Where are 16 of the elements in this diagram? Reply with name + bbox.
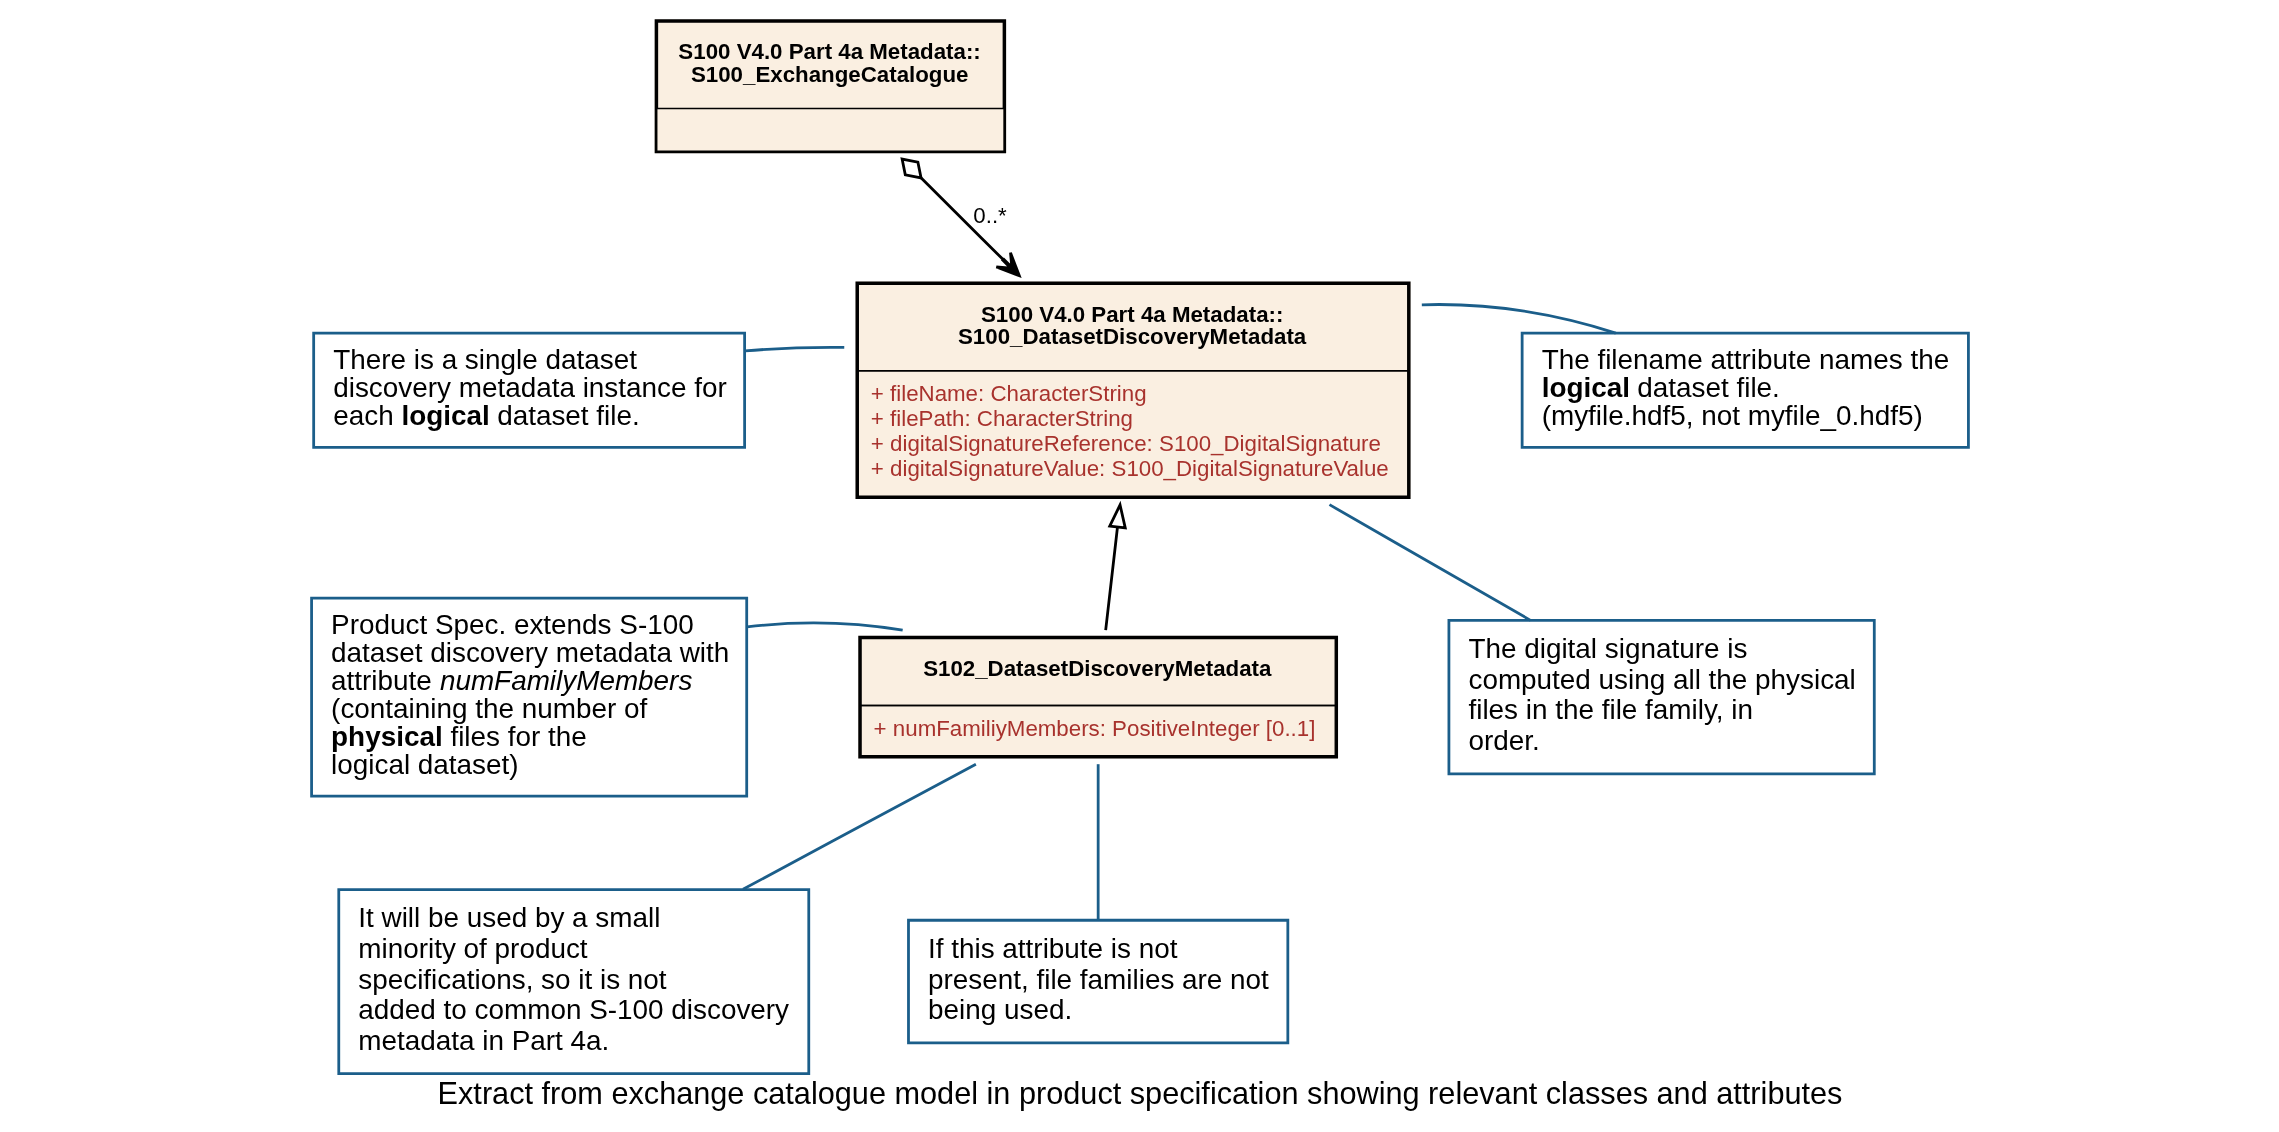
connector	[1328, 503, 1531, 622]
connector	[1096, 764, 1100, 921]
node-box: It will be used by a small minority of product specifications, so it is not added to common S-100 discovery metadata in Part 4a.	[336, 888, 810, 1076]
connector	[746, 621, 903, 632]
edge-label: 0..*	[972, 202, 1007, 228]
connector	[744, 346, 844, 353]
node-box: Product Spec. extends S-100 dataset discovery metadata with attribute numFamilyMembers (containing the number of physical files for the logical dataset)	[309, 596, 748, 798]
caption: Extract from exchange catalogue model in product specification showing relevant classes and attributes	[437, 1075, 1842, 1111]
connector	[1421, 303, 1616, 335]
node-box: The filename attribute names the logical dataset file. (myfile.hdf5, not myfile_0.hdf5)	[1520, 331, 1970, 449]
connector	[741, 762, 977, 891]
node-box: There is a single dataset discovery metadata instance for each logical dataset file.	[311, 331, 746, 449]
node-box: The digital signature is computed using all the physical files in the file family, in order.	[1447, 619, 1876, 776]
arrow	[899, 157, 1021, 277]
node-box: If this attribute is not present, file families are not being used.	[906, 918, 1289, 1045]
arrow	[1103, 500, 1127, 631]
